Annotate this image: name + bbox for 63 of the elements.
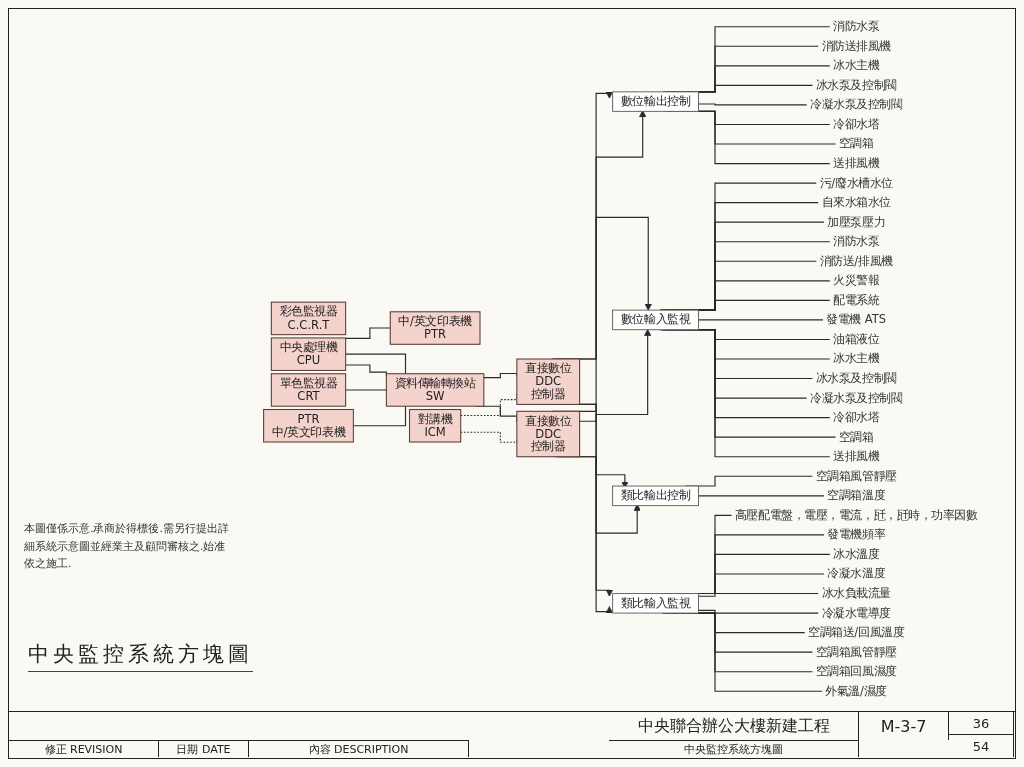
node-text: 冰水溫度 bbox=[832, 547, 880, 561]
connector bbox=[697, 103, 807, 106]
node-text: 消防送排風機 bbox=[821, 38, 891, 53]
node-text: 冰水負載流量 bbox=[821, 586, 891, 600]
node-text: 冷凝水泵及控制閥 bbox=[809, 97, 903, 111]
node-box: 對講機 ICM bbox=[408, 408, 461, 443]
node-text: 冷凝水泵及控制閥 bbox=[809, 390, 903, 405]
connector bbox=[697, 609, 819, 614]
node-text: 送排風機 bbox=[832, 156, 880, 170]
sheet-title: 中央監控系統方塊圖 bbox=[609, 740, 859, 757]
node-text: 加壓泵壓力 bbox=[827, 214, 885, 229]
node-text: 空調箱溫度 bbox=[827, 488, 885, 502]
node-text: 火災警報 bbox=[832, 273, 880, 287]
connector bbox=[697, 319, 824, 321]
node-text: 發電機頻率 bbox=[827, 527, 885, 541]
node-box: 資料傳輸轉換站 SW bbox=[385, 373, 485, 407]
node-text: 空調箱風管靜壓 bbox=[815, 468, 897, 483]
node-text: 消防水泵 bbox=[832, 234, 880, 248]
node-text: 空調箱風管靜壓 bbox=[815, 644, 897, 659]
node-box: 數位輸出控制 bbox=[611, 91, 699, 112]
node-text: 空調箱回風濕度 bbox=[815, 664, 897, 678]
node-text: 消防水泵 bbox=[832, 19, 880, 33]
project-name: 中央聯合辦公大樓新建工程 bbox=[609, 712, 859, 740]
drawing-number: M-3-7 bbox=[859, 712, 949, 740]
sheet-total: 54 bbox=[949, 734, 1014, 757]
node-text: 自來水箱水位 bbox=[821, 195, 891, 209]
node-text: 消防送/排風機 bbox=[819, 253, 893, 268]
node-box: 類比輸出控制 bbox=[611, 485, 699, 507]
node-text: 冷卻水塔 bbox=[832, 410, 880, 424]
node-text: 配電系統 bbox=[832, 293, 880, 307]
node-box: 直接數位 DDC 控制器 bbox=[516, 410, 580, 458]
node-text: 污/廢水槽水位 bbox=[819, 175, 893, 190]
node-text: 高壓配電盤，電壓，電流，瓩，瓩時，功率因數 bbox=[734, 508, 978, 522]
description-header: 內容 DESCRIPTION bbox=[249, 740, 469, 757]
drawing-title: 中央監控系統方塊圖 bbox=[28, 640, 253, 672]
node-box: 類比輸入監視 bbox=[611, 593, 699, 614]
node-text: 冷凝水溫度 bbox=[827, 566, 885, 580]
node-text: 空調箱 bbox=[838, 429, 874, 444]
node-box: 中/英文印表機 PTR bbox=[389, 311, 481, 345]
node-text: 空調箱 bbox=[838, 136, 874, 150]
note-text: 本圖僅係示意.承商於得標後.需另行提出詳細系統示意圖並經業主及顧問審核之.始准依之施工. bbox=[24, 521, 229, 573]
node-text: 發電機 ATS bbox=[826, 312, 886, 326]
sheet-number: 36 bbox=[949, 712, 1014, 734]
node-box: 數位輸入監視 bbox=[611, 309, 699, 331]
node-box: 單色監視器 CRT bbox=[270, 373, 346, 407]
node-text: 冰水主機 bbox=[832, 58, 880, 72]
node-text: 冷卻水塔 bbox=[832, 117, 880, 131]
revision-header: 修正 REVISION bbox=[9, 740, 159, 757]
connector bbox=[697, 592, 819, 597]
node-text: 外氣溫/濕度 bbox=[825, 683, 887, 698]
node-text: 冰水泵及控制閥 bbox=[815, 78, 897, 92]
node-text: 油箱液位 bbox=[832, 332, 880, 346]
node-text: 空調箱送/回風溫度 bbox=[807, 625, 905, 639]
node-box: 彩色監視器 C.C.R.T bbox=[270, 301, 346, 336]
node-text: 送排風機 bbox=[832, 449, 880, 463]
date-header: 日期 DATE bbox=[159, 740, 249, 757]
node-box: 直接數位 DDC 控制器 bbox=[516, 358, 580, 405]
node-text: 冷凝水電導度 bbox=[821, 605, 891, 619]
node-text: 冰水泵及控制閥 bbox=[815, 371, 897, 385]
node-box: PTR 中/英文印表機 bbox=[262, 408, 354, 443]
node-box: 中央處理機 CPU bbox=[270, 337, 346, 371]
connector bbox=[697, 495, 825, 497]
node-text: 冰水主機 bbox=[832, 351, 880, 365]
